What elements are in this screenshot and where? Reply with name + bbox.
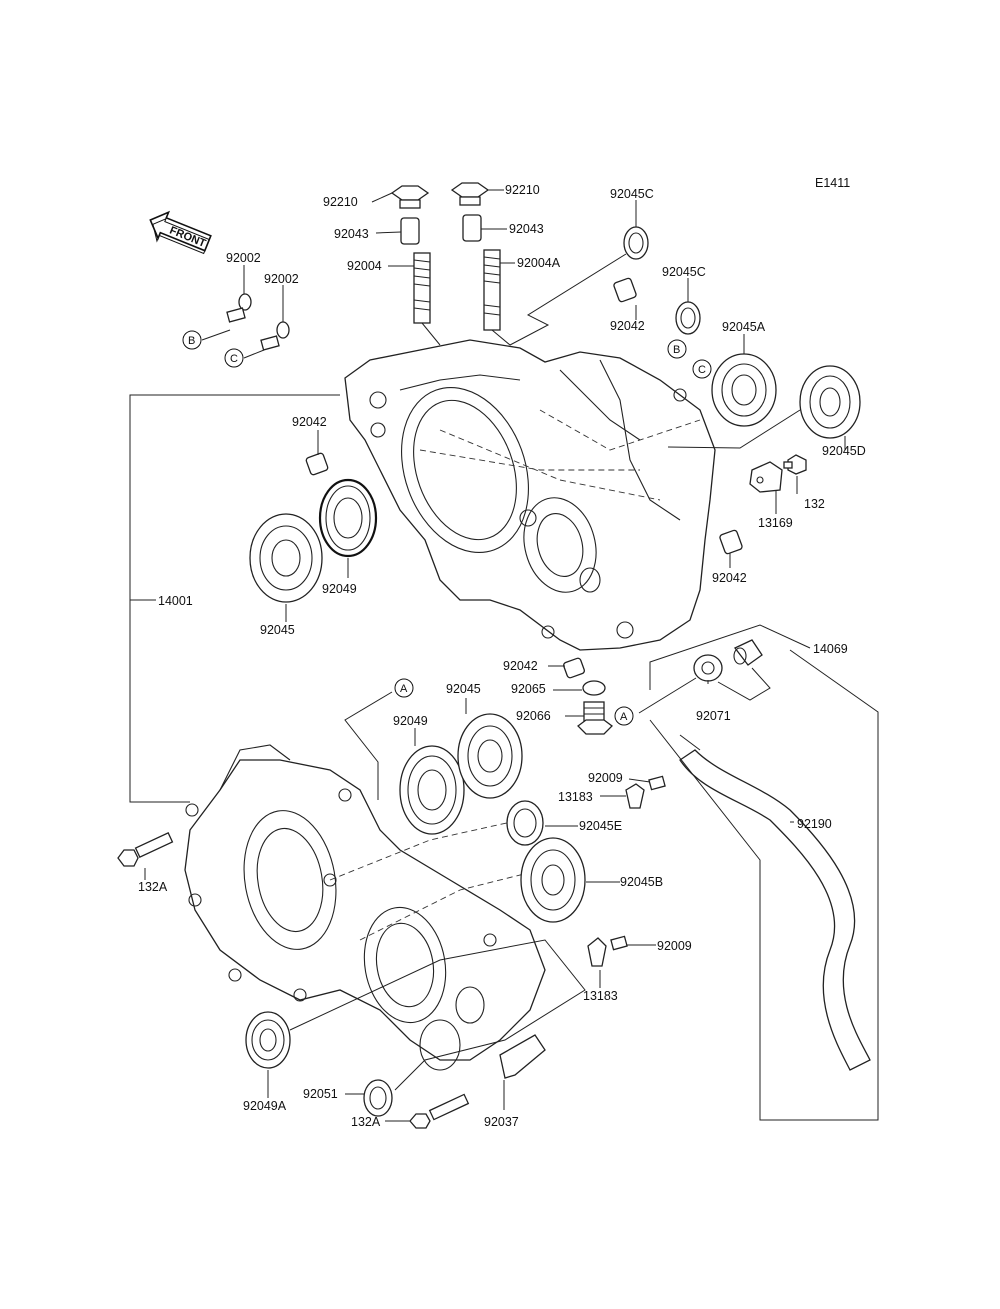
screw-b	[226, 307, 246, 323]
label-92043-left: 92043	[334, 227, 369, 241]
ref-marker-c-left: C	[224, 348, 244, 368]
label-92045-left: 92045	[260, 623, 295, 637]
stud-92004	[413, 252, 431, 324]
dowel-92042-right	[719, 529, 743, 555]
label-92043-right: 92043	[509, 222, 544, 236]
ref-marker-a-top: A	[394, 678, 414, 698]
label-92065: 92065	[511, 682, 546, 696]
washer-92065	[582, 680, 606, 696]
svg-text:C: C	[698, 364, 706, 376]
svg-text:A: A	[620, 711, 628, 723]
label-92042-bottom: 92042	[503, 659, 538, 673]
label-92071: 92071	[696, 709, 731, 723]
ref-marker-a-right: A	[614, 706, 634, 726]
label-92004A: 92004A	[517, 256, 561, 270]
plate-13183-a	[625, 783, 645, 809]
washer-92002-a	[238, 293, 252, 311]
bearing-92045-left	[249, 513, 323, 603]
seal-92049-mid	[399, 745, 465, 835]
dowel-92042-bottom	[563, 657, 585, 679]
plate-13183-b	[587, 937, 607, 967]
diagram-code: E1411	[815, 176, 850, 190]
label-92009-b: 92009	[657, 939, 692, 953]
label-13183-b: 13183	[583, 989, 618, 1003]
label-92045-mid: 92045	[446, 682, 481, 696]
dowel-92042-left	[305, 452, 329, 476]
label-92045C-top: 92045C	[610, 187, 654, 201]
label-92210-right: 92210	[505, 183, 540, 197]
upper-crankcase-half	[344, 339, 716, 651]
ref-marker-b-left: B	[182, 330, 202, 350]
svg-text:B: B	[188, 335, 195, 347]
label-92002-a: 92002	[226, 251, 261, 265]
collar-92043-right	[462, 214, 482, 242]
bearing-92045-mid	[457, 713, 523, 799]
bearing-92045A	[711, 353, 777, 427]
label-92037: 92037	[484, 1115, 519, 1129]
label-132: 132	[804, 497, 825, 511]
label-132A-b: 132A	[351, 1115, 381, 1129]
label-92045E: 92045E	[579, 819, 622, 833]
label-92002-b: 92002	[264, 272, 299, 286]
label-92066: 92066	[516, 709, 551, 723]
label-92049-mid: 92049	[393, 714, 428, 728]
lower-crankcase-half	[184, 744, 546, 1071]
label-92210-left: 92210	[323, 195, 358, 209]
svg-text:A: A	[400, 683, 408, 695]
label-92042-left: 92042	[292, 415, 327, 429]
label-92042-right: 92042	[712, 571, 747, 585]
screw-c	[260, 335, 280, 351]
front-arrow-icon: FRONT	[149, 210, 212, 255]
screw-92009-a	[648, 775, 666, 791]
seal-92049A	[245, 1011, 291, 1069]
label-14069: 14069	[813, 642, 848, 656]
screw-92009-b	[610, 935, 628, 951]
collar-92043-left	[400, 217, 420, 245]
bolt-132A-a	[117, 831, 174, 867]
label-92045B: 92045B	[620, 875, 663, 889]
label-92009-a: 92009	[588, 771, 623, 785]
svg-text:C: C	[230, 353, 238, 365]
svg-text:B: B	[673, 344, 680, 356]
guide-92037	[499, 1034, 546, 1079]
part-labels: 92210 92210 92043 92043 92004 92004A 920…	[138, 183, 866, 1129]
seal-92049-top	[318, 478, 378, 558]
seal-92051	[363, 1079, 393, 1117]
label-92045D: 92045D	[822, 444, 866, 458]
plug-92066	[577, 701, 613, 735]
label-92049A: 92049A	[243, 1099, 287, 1113]
hose-92190	[679, 749, 871, 1071]
elbow-fitting	[733, 639, 763, 666]
grommet-92071	[693, 654, 723, 682]
ref-marker-c-right: C	[692, 359, 712, 379]
seal-92045E	[506, 800, 544, 846]
leader-lines	[129, 189, 879, 1122]
label-92004: 92004	[347, 259, 382, 273]
bearing-92045B	[520, 837, 586, 923]
bearing-92045D	[799, 365, 861, 439]
label-132A-a: 132A	[138, 880, 168, 894]
nut-92210-left	[390, 185, 430, 209]
label-92045A: 92045A	[722, 320, 766, 334]
label-13183-a: 13183	[558, 790, 593, 804]
ref-marker-b-right: B	[667, 339, 687, 359]
label-14001: 14001	[158, 594, 193, 608]
washer-92002-b	[276, 321, 290, 339]
bolt-132A-b	[409, 1093, 470, 1129]
bolt-132	[783, 454, 807, 475]
label-92045C-mid: 92045C	[662, 265, 706, 279]
nut-92210-right	[450, 182, 490, 206]
label-92042-top: 92042	[610, 319, 645, 333]
plate-13169	[749, 461, 783, 493]
label-13169: 13169	[758, 516, 793, 530]
seal-92045C-top	[623, 226, 649, 260]
label-92049-top: 92049	[322, 582, 357, 596]
label-92190: 92190	[797, 817, 832, 831]
label-92051: 92051	[303, 1087, 338, 1101]
seal-92045C-mid	[675, 301, 701, 335]
stud-92004A	[483, 249, 501, 331]
dowel-92042-top	[613, 277, 637, 303]
